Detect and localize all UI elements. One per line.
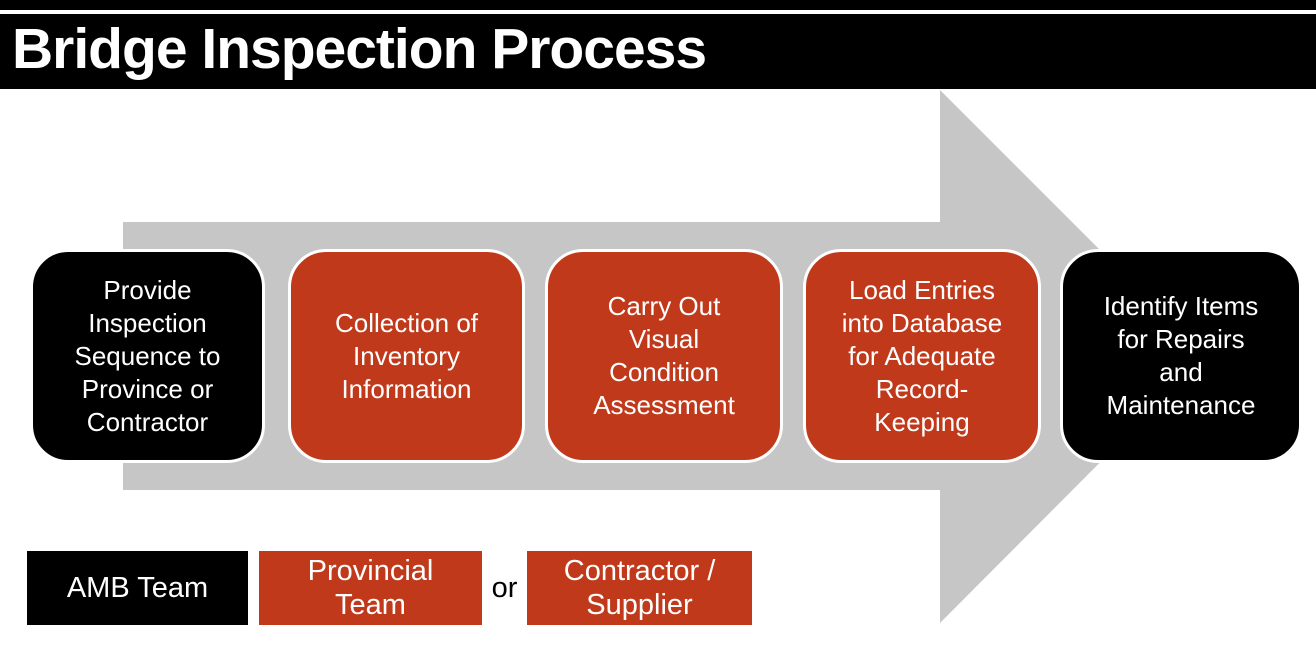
legend-contractor-supplier-label: Contractor / Supplier xyxy=(563,555,716,621)
process-step-1-label: Provide Inspection Sequence to Province … xyxy=(74,274,221,437)
legend-amb-team: AMB Team xyxy=(27,551,248,625)
legend-amb-team-label: AMB Team xyxy=(66,572,209,604)
process-step-1: Provide Inspection Sequence to Province … xyxy=(30,249,265,463)
process-step-4-label: Load Entries into Database for Adequate … xyxy=(841,274,1003,437)
process-step-5-label: Identify Items for Repairs and Maintenan… xyxy=(1103,291,1259,420)
process-step-5: Identify Items for Repairs and Maintenan… xyxy=(1060,249,1302,463)
legend-or-text: or xyxy=(491,571,518,604)
process-step-3-label: Carry Out Visual Condition Assessment xyxy=(593,291,735,420)
legend-contractor-supplier: Contractor / Supplier xyxy=(527,551,752,625)
process-step-2-label: Collection of Inventory Information xyxy=(334,307,479,404)
process-step-4: Load Entries into Database for Adequate … xyxy=(803,249,1041,463)
process-step-3: Carry Out Visual Condition Assessment xyxy=(545,249,783,463)
header-bar: Bridge Inspection Process xyxy=(0,14,1316,89)
top-accent-strip xyxy=(0,0,1316,10)
legend-provincial-team: Provincial Team xyxy=(259,551,482,625)
legend-provincial-team-label: Provincial Team xyxy=(307,555,434,621)
page-title: Bridge Inspection Process xyxy=(12,17,707,81)
process-step-2: Collection of Inventory Information xyxy=(288,249,525,463)
